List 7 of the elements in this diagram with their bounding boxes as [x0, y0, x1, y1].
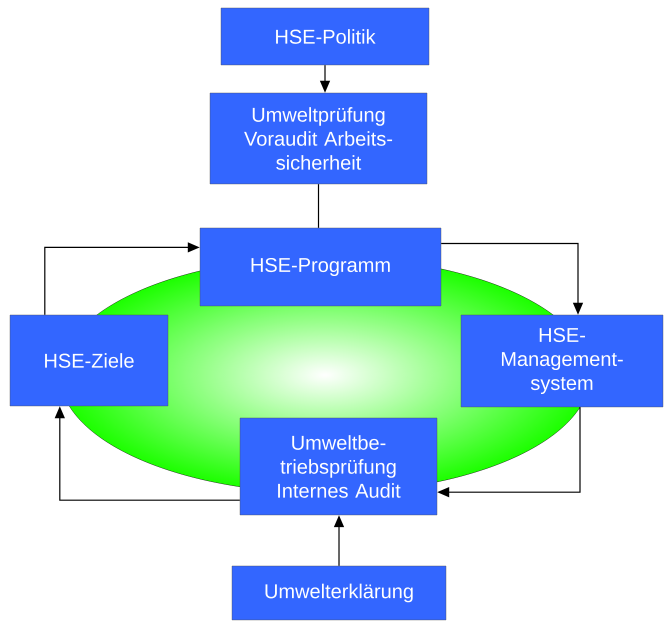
- process-box: HSE- Management- system: [460, 314, 664, 408]
- process-box: Umweltprüfung Voraudit Arbeits- sicherheit: [210, 92, 428, 184]
- process-box: Umweltbe- triebsprüfung Internes Audit: [240, 418, 438, 516]
- process-box: Umwelterklärung: [232, 566, 446, 620]
- process-box: HSE-Ziele: [10, 314, 168, 406]
- process-box: HSE-Programm: [200, 228, 442, 306]
- process-box: HSE-Politik: [220, 8, 430, 66]
